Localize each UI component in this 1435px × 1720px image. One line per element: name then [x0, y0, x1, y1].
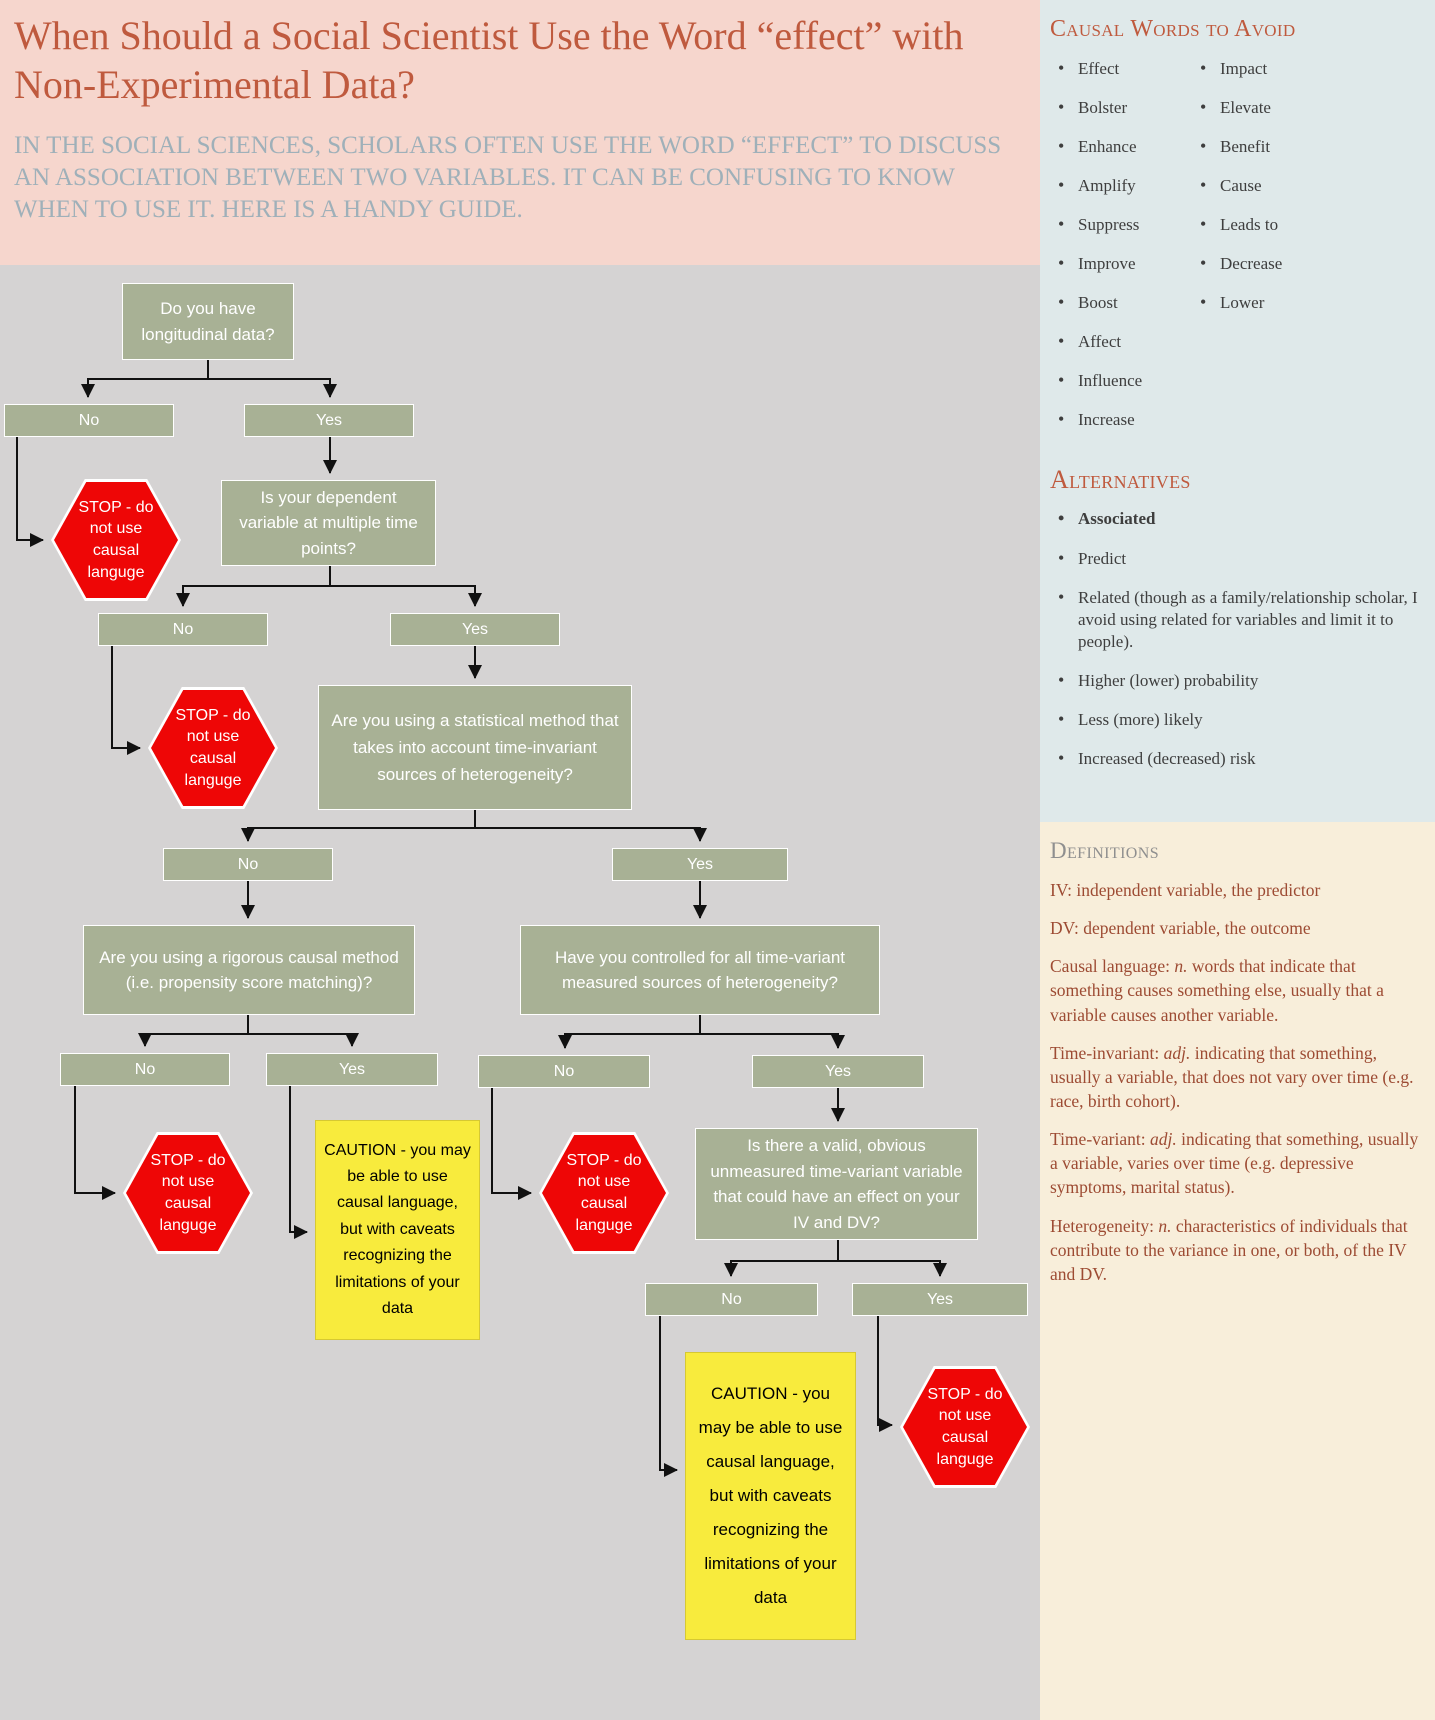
avoid-word: Benefit — [1192, 135, 1421, 158]
avoid-word: Decrease — [1192, 252, 1421, 275]
avoid-word: Enhance — [1050, 135, 1192, 158]
definition-causal-language: Causal language: n. words that indicate … — [1050, 954, 1419, 1026]
alternative-word: Less (more) likely — [1050, 708, 1421, 731]
page-subtitle: IN THE SOCIAL SCIENCES, SCHOLARS OFTEN U… — [14, 131, 1002, 223]
part-of-speech: n. — [1174, 956, 1188, 977]
choice-yes-4: Yes — [266, 1053, 438, 1086]
question-rigorous-causal-method: Are you using a rigorous causal method (… — [83, 925, 415, 1015]
alternatives-list: Associated Predict Related (though as a … — [1050, 507, 1421, 770]
definition-text: Time-invariant: — [1050, 1042, 1164, 1063]
avoid-word-columns: Effect Bolster Enhance Amplify Suppress … — [1050, 57, 1421, 449]
choice-no-3: No — [163, 848, 333, 881]
definition-text: indicating that something, usually a var… — [1050, 1129, 1419, 1198]
avoid-list-column-1: Effect Bolster Enhance Amplify Suppress … — [1050, 57, 1192, 449]
avoid-word: Increase — [1050, 408, 1192, 431]
question-statistical-method: Are you using a statistical method that … — [318, 685, 632, 810]
flowchart: Do you have longitudinal data? No Yes ST… — [0, 265, 1040, 1720]
avoid-heading: Causal Words to Avoid — [1050, 16, 1296, 42]
alternative-word: Increased (decreased) risk — [1050, 747, 1421, 770]
page-title: When Should a Social Scientist Use the W… — [14, 13, 964, 107]
question-unmeasured-variable: Is there a valid, obvious unmeasured tim… — [695, 1128, 978, 1240]
definition-text: characteristics of individuals that cont… — [1050, 1215, 1408, 1284]
question-longitudinal-data: Do you have longitudinal data? — [122, 283, 294, 360]
part-of-speech: adj. — [1163, 1042, 1191, 1063]
alternative-word: Predict — [1050, 547, 1421, 570]
flowchart-arrows — [16, 360, 947, 1477]
definitions-heading: Definitions — [1050, 838, 1160, 863]
definition-text: Time-variant: — [1050, 1129, 1150, 1150]
choice-no-1: No — [4, 404, 174, 437]
definition-time-invariant: Time-invariant: adj. indicating that som… — [1050, 1041, 1419, 1113]
avoid-word: Bolster — [1050, 96, 1192, 119]
avoid-word: Boost — [1050, 291, 1192, 314]
definitions-panel: Definitions IV: independent variable, th… — [1040, 822, 1435, 1720]
part-of-speech: adj. — [1149, 1129, 1177, 1150]
definition-iv: IV: independent variable, the predictor — [1050, 880, 1321, 900]
avoid-word: Improve — [1050, 252, 1192, 275]
alternative-word: Related (though as a family/relationship… — [1050, 586, 1421, 653]
avoid-word: Elevate — [1192, 96, 1421, 119]
definition-time-variant: Time-variant: adj. indicating that somet… — [1050, 1127, 1419, 1199]
sidebar-words-panel: Causal Words to Avoid Effect Bolster Enh… — [1040, 0, 1435, 822]
question-time-variant-controls: Have you controlled for all time-variant… — [520, 925, 880, 1015]
alternative-word: Associated — [1050, 507, 1421, 530]
caution-box-2: CAUTION - you may be able to use causal … — [685, 1352, 856, 1640]
choice-no-4: No — [60, 1053, 230, 1086]
choice-yes-5: Yes — [752, 1055, 924, 1088]
question-dv-multiple-timepoints: Is your dependent variable at multiple t… — [221, 480, 436, 566]
avoid-word: Suppress — [1050, 213, 1192, 236]
choice-yes-1: Yes — [244, 404, 414, 437]
definition-text: Causal language: — [1050, 956, 1175, 977]
definition-heterogeneity: Heterogeneity: n. characteristics of ind… — [1050, 1214, 1419, 1286]
choice-no-2: No — [98, 613, 268, 646]
definition-dv: DV: dependent variable, the outcome — [1050, 918, 1311, 939]
avoid-word: Effect — [1050, 57, 1192, 80]
choice-no-5: No — [478, 1055, 650, 1088]
definition-text: words that indicate that something cause… — [1050, 956, 1384, 1025]
caution-box-1: CAUTION - you may be able to use causal … — [315, 1120, 480, 1340]
avoid-word: Leads to — [1192, 213, 1421, 236]
alternatives-heading: Alternatives — [1050, 464, 1191, 494]
definition-text: Heterogeneity: — [1050, 1215, 1159, 1236]
definition-text: indicating that something, usually a var… — [1050, 1042, 1414, 1111]
choice-yes-2: Yes — [390, 613, 560, 646]
avoid-word: Cause — [1192, 174, 1421, 197]
choice-yes-6: Yes — [852, 1283, 1028, 1316]
part-of-speech: n. — [1158, 1215, 1172, 1236]
header: When Should a Social Scientist Use the W… — [0, 0, 1040, 265]
avoid-word: Influence — [1050, 369, 1192, 392]
avoid-word: Impact — [1192, 57, 1421, 80]
avoid-word: Lower — [1192, 291, 1421, 314]
avoid-word: Amplify — [1050, 174, 1192, 197]
avoid-word: Affect — [1050, 330, 1192, 353]
alternative-word: Higher (lower) probability — [1050, 669, 1421, 692]
avoid-list-column-2: Impact Elevate Benefit Cause Leads to De… — [1192, 57, 1421, 449]
choice-no-6: No — [645, 1283, 818, 1316]
choice-yes-3: Yes — [612, 848, 788, 881]
